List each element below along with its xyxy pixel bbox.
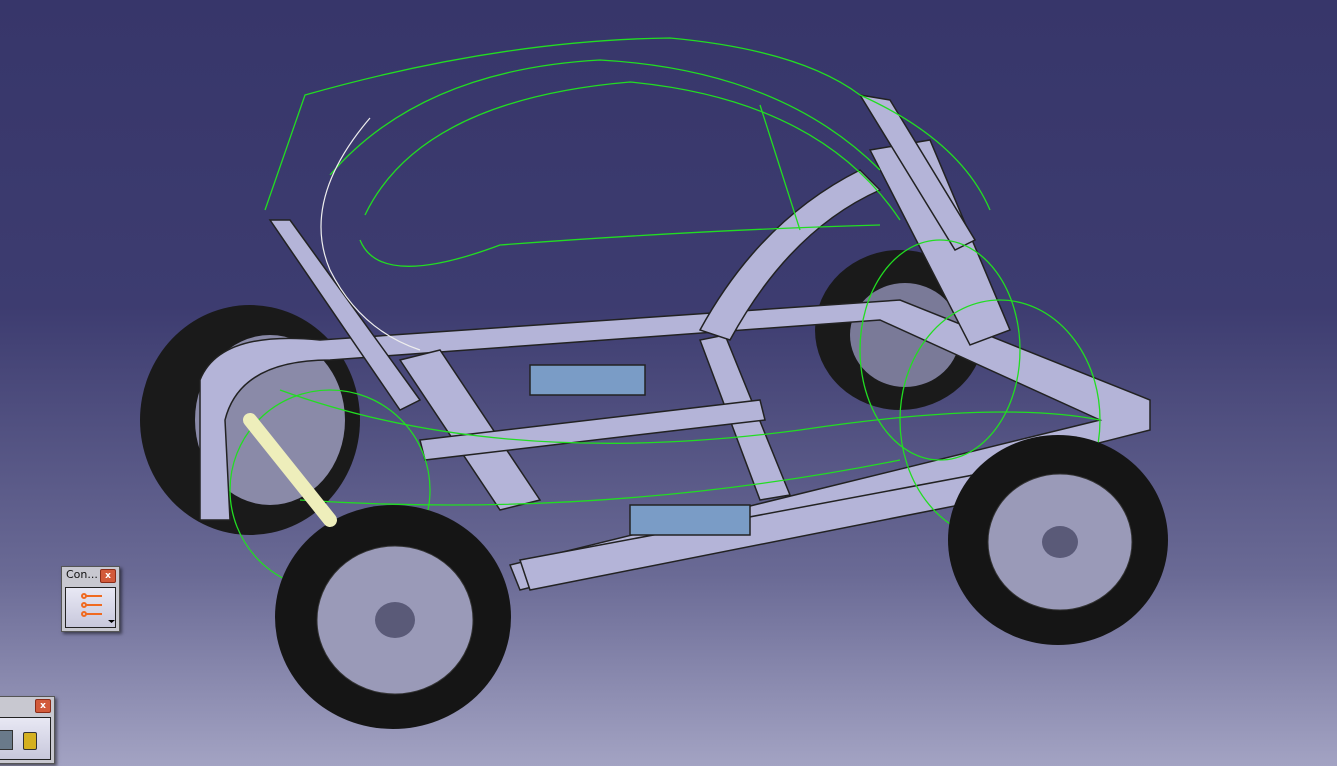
toolbar-title: Con...: [66, 568, 98, 581]
measure-toolbar[interactable]: x: [0, 696, 55, 764]
close-button[interactable]: x: [35, 699, 51, 713]
front-right-wheel: [948, 435, 1168, 645]
mass-weight-icon[interactable]: [23, 732, 37, 750]
close-button[interactable]: x: [100, 569, 116, 583]
constraint-toolbar[interactable]: Con... x: [61, 566, 120, 632]
measure-icon[interactable]: [0, 730, 13, 750]
rear-axle-shaft: [243, 413, 337, 527]
frame: [199, 93, 1151, 591]
white-guide-curve: [320, 117, 421, 351]
front-left-wheel: [275, 505, 511, 729]
constraint-icon[interactable]: [78, 590, 118, 626]
